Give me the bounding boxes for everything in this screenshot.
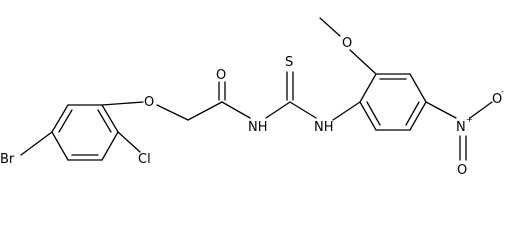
carbonyl-nh-bond [221, 101, 251, 119]
nh-thiocarbonyl-bond [265, 101, 291, 119]
methoxy-oxygen-atom: O [342, 36, 352, 51]
bromochlorophenyl-ring [51, 104, 119, 161]
aryl-nh-atom: NH [314, 120, 334, 135]
aryl-o-bond [101, 101, 144, 106]
nh-aryl-bond [332, 101, 361, 121]
c-br-bond [20, 131, 53, 156]
c-cl-bond [117, 131, 141, 153]
nitro-nitrogen-atom: N [456, 120, 466, 135]
nitro-oxygen-top-atom: O [492, 92, 502, 107]
nitro-oxygen-bottom-atom: O [457, 163, 467, 178]
methoxy-nitrophenyl-ring [359, 73, 427, 131]
ch2-carbonyl-bond [187, 101, 223, 121]
molecule-canvas: Br Cl O O NH S NH O N + O - [0, 17, 504, 178]
nitro-oxygen-charge: - [501, 87, 504, 96]
thiocarbonyl-nh-bond [289, 101, 317, 119]
chlorine-atom: Cl [138, 152, 151, 167]
o-ch2-bond [156, 104, 189, 121]
structure-drawing: Br Cl O O NH S NH O N + O - [0, 17, 504, 178]
aryl-methoxy-bond [349, 49, 377, 75]
sulfur-atom: S [285, 55, 293, 70]
nitro-n-o-top-bond [469, 101, 493, 119]
amide-nh-atom: NH [248, 120, 268, 135]
aryl-nitro-bond [425, 101, 457, 119]
methoxy-methyl-bond [319, 17, 341, 37]
ether-oxygen-atom: O [144, 95, 154, 110]
bromine-atom: Br [0, 152, 15, 167]
nitro-nitrogen-charge: + [466, 115, 473, 124]
carbonyl-oxygen-atom: O [216, 68, 226, 83]
